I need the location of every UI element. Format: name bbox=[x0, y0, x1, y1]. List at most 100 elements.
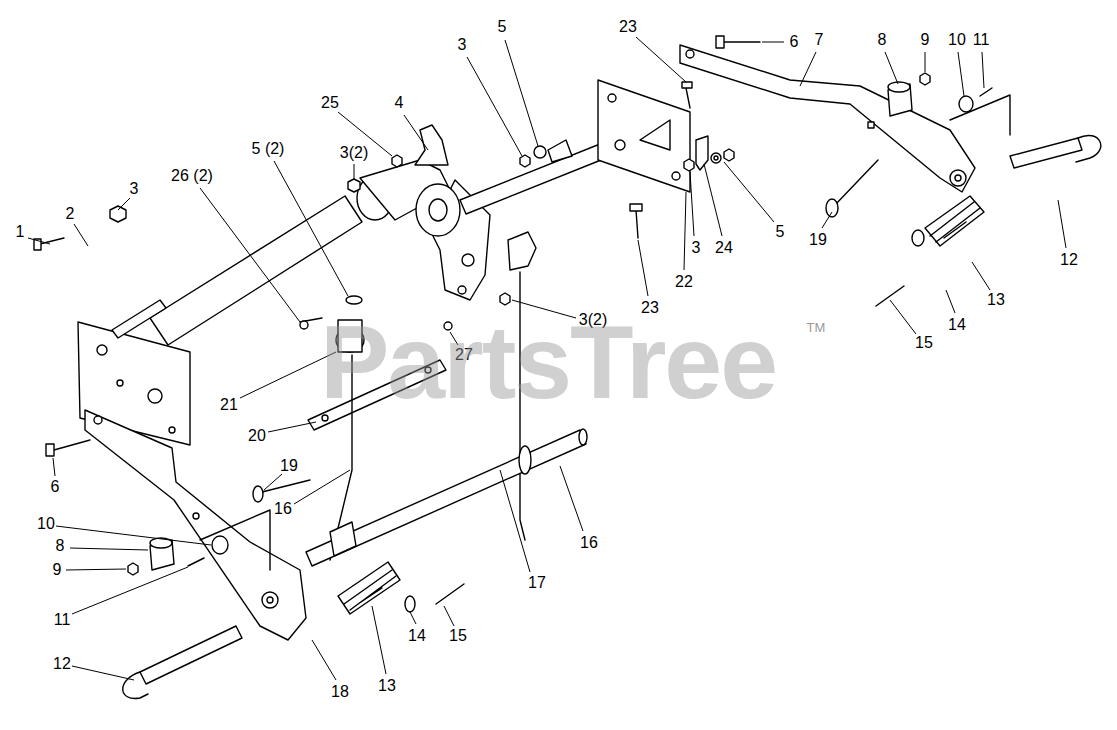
part-outline bbox=[724, 149, 734, 161]
part-outline bbox=[686, 88, 690, 108]
part-outline bbox=[188, 558, 204, 566]
leader-line bbox=[72, 567, 188, 614]
part-outline bbox=[46, 444, 54, 456]
part-outline bbox=[348, 179, 360, 192]
part-outline bbox=[346, 296, 362, 304]
callout-number: 5 (2) bbox=[252, 141, 285, 157]
part-outline bbox=[930, 202, 980, 242]
part-outline bbox=[500, 293, 510, 305]
leader-line bbox=[53, 458, 55, 476]
part-outline bbox=[169, 427, 175, 433]
part-outline bbox=[508, 232, 536, 270]
part-outline bbox=[714, 156, 718, 160]
part-outline bbox=[123, 672, 148, 698]
part-outline bbox=[680, 45, 975, 192]
part-outline bbox=[724, 41, 760, 42]
callout-number: 16 bbox=[274, 501, 292, 517]
part-outline bbox=[112, 300, 166, 338]
part-outline bbox=[322, 415, 328, 421]
part-outline bbox=[912, 230, 924, 246]
callout-number: 24 bbox=[715, 240, 733, 256]
part-outline bbox=[54, 440, 90, 450]
leader-line bbox=[958, 52, 964, 96]
leader-line bbox=[70, 548, 148, 550]
part-outline bbox=[405, 596, 415, 612]
part-outline bbox=[598, 80, 690, 192]
callout-number: 22 bbox=[675, 274, 693, 290]
leader-line bbox=[684, 192, 686, 270]
leader-line bbox=[925, 52, 926, 72]
part-outline bbox=[615, 140, 625, 150]
leader-line bbox=[28, 238, 50, 244]
part-outline bbox=[579, 429, 587, 445]
part-outline bbox=[640, 120, 670, 150]
part-outline bbox=[548, 140, 572, 162]
callout-number: 15 bbox=[449, 628, 467, 644]
part-outline bbox=[950, 95, 1010, 135]
leader-line bbox=[800, 52, 816, 86]
callout-number: 4 bbox=[395, 95, 404, 111]
leader-line bbox=[274, 161, 348, 296]
leader-line bbox=[690, 172, 694, 236]
part-outline bbox=[338, 562, 400, 614]
part-outline bbox=[436, 584, 464, 604]
part-outline bbox=[267, 597, 273, 603]
leader-line bbox=[74, 224, 88, 246]
callout-number: 5 bbox=[498, 19, 507, 35]
callout-number: 13 bbox=[987, 292, 1005, 308]
part-outline bbox=[262, 592, 278, 608]
part-outline bbox=[711, 153, 721, 163]
callout-number: 3 bbox=[130, 181, 139, 197]
leader-line bbox=[410, 612, 416, 624]
part-outline bbox=[519, 446, 531, 474]
leader-lines bbox=[28, 37, 1066, 680]
leader-line bbox=[200, 188, 300, 322]
leader-line bbox=[972, 262, 990, 290]
part-outline bbox=[696, 136, 708, 170]
callout-number: 10 bbox=[948, 32, 966, 48]
leader-line bbox=[56, 526, 211, 545]
callout-number: 8 bbox=[56, 538, 65, 554]
callout-number: 19 bbox=[809, 232, 827, 248]
callout-number: 25 bbox=[321, 95, 339, 111]
part-outline bbox=[306, 430, 586, 566]
part-outline bbox=[868, 122, 874, 128]
callout-number: 14 bbox=[948, 317, 966, 333]
part-outline bbox=[888, 82, 910, 92]
leader-line bbox=[560, 466, 583, 531]
part-outline bbox=[330, 522, 356, 556]
part-outline bbox=[117, 380, 123, 386]
leader-line bbox=[268, 422, 316, 432]
callout-number: 11 bbox=[973, 32, 990, 48]
part-outline bbox=[925, 196, 984, 246]
part-outline bbox=[128, 563, 138, 575]
part-outline bbox=[534, 146, 546, 158]
part-outline bbox=[460, 140, 616, 214]
callout-number: 12 bbox=[1060, 252, 1078, 268]
callout-number: 9 bbox=[53, 562, 62, 578]
part-outline bbox=[416, 184, 460, 236]
callout-number: 17 bbox=[528, 575, 546, 591]
callout-number: 9 bbox=[921, 32, 930, 48]
leader-line bbox=[500, 470, 530, 572]
callout-number: 8 bbox=[878, 32, 887, 48]
part-outline bbox=[630, 204, 642, 211]
callout-number: 14 bbox=[408, 628, 426, 644]
part-outline bbox=[458, 286, 466, 294]
callout-number: 20 bbox=[248, 428, 266, 444]
part-outline bbox=[876, 286, 904, 306]
leader-line bbox=[467, 57, 522, 156]
part-outline bbox=[200, 510, 270, 570]
callout-number: 16 bbox=[580, 535, 598, 551]
part-outline bbox=[955, 175, 961, 181]
callout-number: 3(2) bbox=[340, 145, 368, 161]
leader-line bbox=[294, 470, 350, 504]
callout-number: 3 bbox=[692, 240, 701, 256]
callout-number: 11 bbox=[54, 612, 71, 628]
part-outline bbox=[835, 160, 878, 205]
part-outline bbox=[344, 570, 396, 610]
leader-line bbox=[638, 240, 648, 296]
part-outline bbox=[85, 410, 306, 640]
